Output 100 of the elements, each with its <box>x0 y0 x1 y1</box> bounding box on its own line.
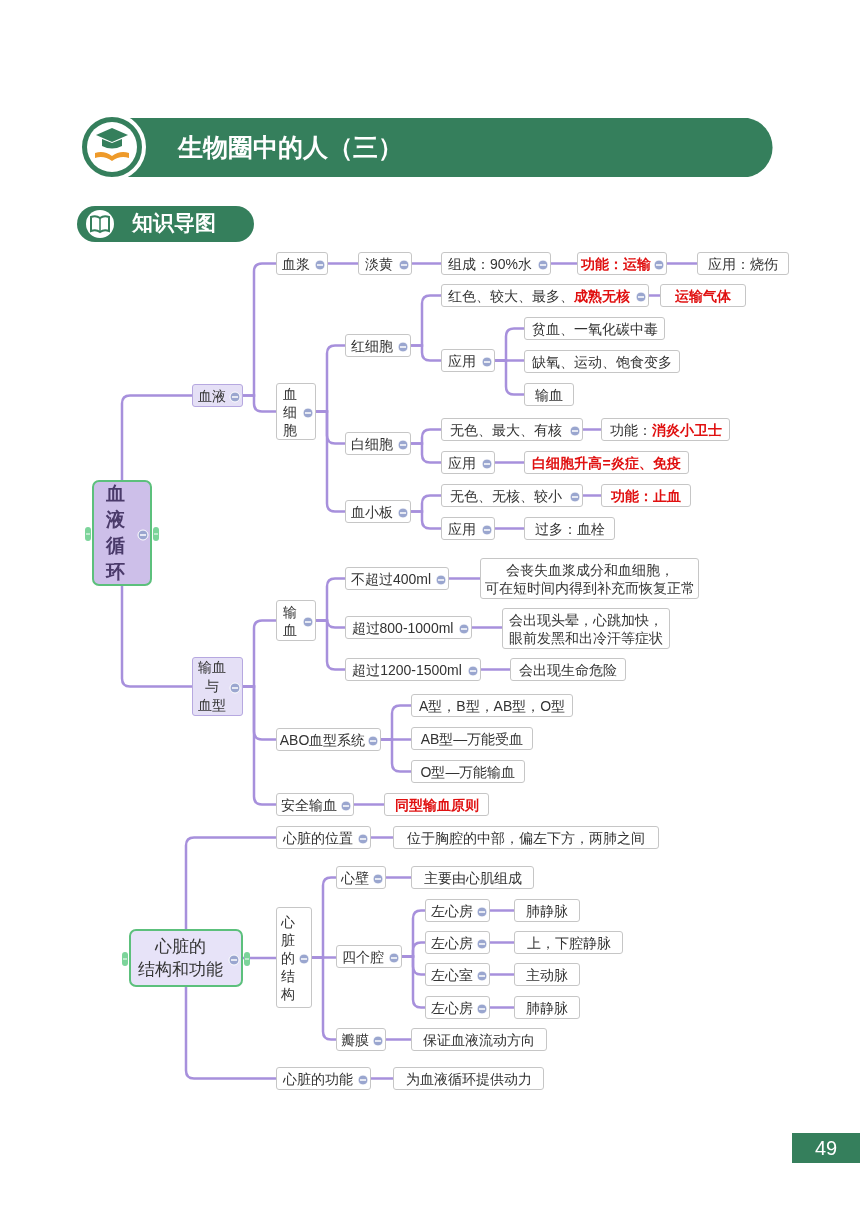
node-text: 无色、最大、有核 <box>450 420 562 439</box>
node-text: 功能：止血 <box>611 486 681 505</box>
connector <box>243 394 276 413</box>
node-text: 血浆 <box>282 254 310 273</box>
node-text: 肺静脉 <box>526 901 568 920</box>
connector <box>472 626 502 629</box>
mindmap-box <box>425 996 490 1019</box>
node-text: 心脏的功能 <box>282 1069 353 1088</box>
node-text: 运输气体 <box>675 286 731 305</box>
mindmap-box <box>510 658 626 681</box>
connector <box>583 428 601 431</box>
connector <box>184 836 276 929</box>
node-text: A型，B型，AB型，O型 <box>418 696 566 715</box>
connector <box>120 394 192 480</box>
mindmap-box <box>384 793 489 816</box>
mindmap-box <box>411 694 573 717</box>
connector <box>495 527 524 530</box>
node-text: 超过1200-1500ml <box>352 660 462 679</box>
connector <box>481 668 510 671</box>
mindmap-box <box>514 899 580 922</box>
node-text: 为血液循环提供动力 <box>405 1069 532 1088</box>
mindmap-box <box>411 727 533 750</box>
mindmap-box <box>345 616 472 639</box>
node-text: 同型输血原则 <box>394 795 479 814</box>
node-text: 输血 <box>282 602 298 639</box>
connector <box>649 294 660 297</box>
node-text: 血小板 <box>351 502 393 521</box>
connector <box>411 344 441 362</box>
node-text: 会出现头晕，心跳加快，眼前发黑和出冷汗等症状 <box>509 610 663 647</box>
connector <box>583 494 601 497</box>
node-text: 血液 <box>197 386 226 405</box>
mindmap-box <box>502 608 670 649</box>
node-text: 心脏的结构 <box>280 912 296 1003</box>
connector <box>354 803 384 806</box>
connector <box>120 586 192 688</box>
node-text: 功能：运输 <box>581 254 651 273</box>
node-text: 淡黄 <box>365 254 393 273</box>
node-text: 不超过400ml <box>350 569 432 588</box>
node-text: 上，下腔静脉 <box>526 933 611 952</box>
connector <box>411 510 441 530</box>
node-text: 红细胞 <box>351 336 393 355</box>
mindmap-box <box>601 484 691 507</box>
node-text: 安全输血 <box>281 795 337 814</box>
mindmap-box <box>441 418 583 441</box>
connector <box>551 262 577 265</box>
section-title: 知识导图 <box>132 210 216 236</box>
mindmap-box <box>276 826 371 849</box>
node-text: 红色、较大、最多、成熟无核 <box>448 286 630 305</box>
mindmap-box <box>425 963 490 986</box>
mindmap-box <box>192 657 243 716</box>
mindmap-box <box>441 484 583 507</box>
node-text: 输血与血型 <box>197 658 226 715</box>
connector <box>184 987 276 1080</box>
node-text: 左心房 <box>430 998 473 1017</box>
node-text: 应用 <box>448 351 476 370</box>
node-text: 过多：血栓 <box>534 519 605 538</box>
node-text: O型—万能输血 <box>420 762 516 781</box>
mindmap-box <box>697 252 789 275</box>
mindmap-box <box>425 931 490 954</box>
mindmap-box <box>411 1028 547 1051</box>
connector <box>371 836 393 839</box>
connector <box>312 956 336 1041</box>
node-text: 会出现生命危险 <box>519 660 617 679</box>
node-text: 左心室 <box>430 965 473 984</box>
mindmap-box <box>345 334 411 357</box>
mindmap-box <box>524 383 574 406</box>
connector <box>328 262 358 265</box>
mindmap-box <box>345 658 481 681</box>
mindmap-box <box>276 793 354 816</box>
mindmap-box <box>336 1028 386 1051</box>
node-text: 主动脉 <box>526 965 568 984</box>
node-text: 血细胞 <box>282 384 298 439</box>
mindmap-box <box>577 252 667 275</box>
node-text: 贫血、一氧化碳中毒 <box>531 319 658 338</box>
connector <box>371 1077 393 1080</box>
node-text: 输血 <box>535 385 563 404</box>
mindmap-box <box>441 284 649 307</box>
connector <box>495 461 524 464</box>
node-text: 左心房 <box>430 901 473 920</box>
connector <box>449 577 480 580</box>
mindmap-box <box>660 284 746 307</box>
mindmap-box <box>524 451 689 474</box>
node-text: 肺静脉 <box>526 998 568 1017</box>
connector <box>386 876 411 879</box>
mindmap-box <box>393 1067 544 1090</box>
mindmap-box <box>524 317 665 340</box>
page-number: 49 <box>792 1133 860 1163</box>
mindmap-box <box>358 252 412 275</box>
title-text: 生物圈中的人（三） <box>178 132 403 163</box>
node-text: 应用 <box>448 453 476 472</box>
mindmap-box <box>411 760 525 783</box>
mindmap-box <box>276 383 316 440</box>
mindmap-box <box>345 567 449 590</box>
node-text: 应用：烧伤 <box>708 254 778 273</box>
node-text: 应用 <box>448 519 476 538</box>
mindmap-box <box>441 517 495 540</box>
node-text: 心脏的结构和功能 <box>137 936 223 981</box>
mindmap-box <box>514 931 623 954</box>
node-text: 左心房 <box>430 933 473 952</box>
mindmap-box <box>336 866 386 889</box>
